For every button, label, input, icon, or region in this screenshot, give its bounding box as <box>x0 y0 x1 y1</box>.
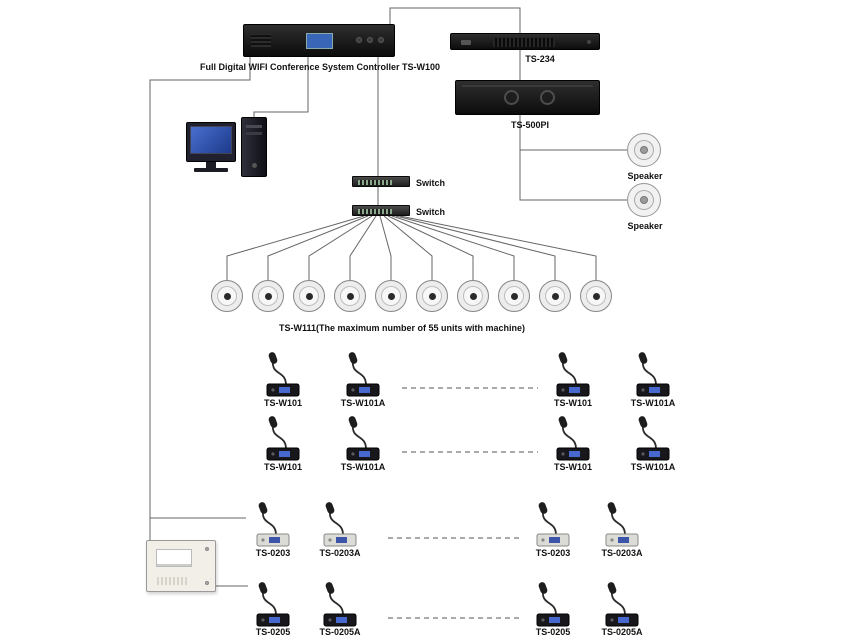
wire-ts500pi-to-speaker2 <box>519 115 627 201</box>
mic-row1-3 <box>553 350 593 398</box>
pc-monitor-base <box>194 168 228 172</box>
mic-row1-4 <box>633 350 673 398</box>
mic-row4-2 <box>320 580 360 628</box>
wire-controller-to-ts234 <box>389 7 521 33</box>
switch-1-ports <box>358 180 392 185</box>
power-supply-screw-top <box>205 547 209 551</box>
speaker-2-label: Speaker <box>627 221 663 231</box>
mic-row2-2-label: TS-W101A <box>340 462 386 472</box>
wifi-unit-1 <box>211 280 243 312</box>
mic-row4-4 <box>602 580 642 628</box>
mic-row4-4-label: TS-0205A <box>601 627 643 637</box>
mic-row3-3-label: TS-0203 <box>535 548 571 558</box>
mic-row3-4 <box>602 500 642 548</box>
switch-1-label: Switch <box>416 178 446 188</box>
pc-tower-drive-slot2 <box>246 132 262 135</box>
mic-row2-4 <box>633 414 673 462</box>
controller-device <box>243 24 395 57</box>
mic-row4-2-label: TS-0205A <box>319 627 361 637</box>
mic-row3-2 <box>320 500 360 548</box>
power-supply-screw-bottom <box>205 581 209 585</box>
ts234-display <box>461 40 471 45</box>
pc-tower <box>241 117 267 177</box>
controller-vents <box>251 34 271 47</box>
wifi-unit-3 <box>293 280 325 312</box>
mic-row2-4-label: TS-W101A <box>630 462 676 472</box>
wifi-unit-9 <box>539 280 571 312</box>
mic-row4-1-label: TS-0205 <box>255 627 291 637</box>
wire-controller-to-pc <box>253 57 309 118</box>
wire-switch-to-unit-10 <box>399 215 597 281</box>
power-supply-box <box>146 540 216 592</box>
mic-row3-3 <box>533 500 573 548</box>
mic-row4-1 <box>253 580 293 628</box>
controller-knobs <box>356 37 384 43</box>
power-supply-vents <box>157 577 187 585</box>
mic-row3-1-label: TS-0203 <box>255 548 291 558</box>
wire-switch-to-unit-5 <box>379 215 392 281</box>
controller-screen <box>306 33 333 49</box>
mic-row1-2-label: TS-W101A <box>340 398 386 408</box>
mic-row3-1 <box>253 500 293 548</box>
wire-switch-to-unit-2 <box>267 215 369 281</box>
wifi-units-label: TS-W111(The maximum number of 55 units w… <box>278 323 526 333</box>
wifi-unit-4 <box>334 280 366 312</box>
wire-switch-to-unit-4 <box>349 215 377 281</box>
ts500pi-stripe <box>462 85 593 87</box>
wire-left-rail <box>149 57 251 540</box>
network-switch-2 <box>352 205 410 216</box>
ts234-label: TS-234 <box>525 54 555 64</box>
mic-row4-3-label: TS-0205 <box>535 627 571 637</box>
controller-label: Full Digital WIFI Conference System Cont… <box>199 62 441 72</box>
speaker-1 <box>627 133 661 167</box>
mic-row1-1 <box>263 350 303 398</box>
ts500pi-knob-left <box>504 90 519 105</box>
ts500pi-knob-right <box>540 90 555 105</box>
speaker-2 <box>627 183 661 217</box>
wire-switch-to-unit-8 <box>391 215 515 281</box>
ts234-vents <box>493 38 555 47</box>
speaker-1-cap <box>640 146 648 154</box>
mic-row4-3 <box>533 580 573 628</box>
power-supply-sticker <box>156 549 192 567</box>
speaker-1-label: Speaker <box>627 171 663 181</box>
mic-row1-3-label: TS-W101 <box>553 398 592 408</box>
ts234-screw <box>587 40 591 44</box>
mic-row2-1 <box>263 414 303 462</box>
wifi-unit-7 <box>457 280 489 312</box>
mic-row1-4-label: TS-W101A <box>630 398 676 408</box>
wire-switch-to-unit-3 <box>308 215 373 281</box>
wire-switch-to-unit-6 <box>383 215 433 281</box>
mic-row1-2 <box>343 350 383 398</box>
mic-row1-1-label: TS-W101 <box>263 398 302 408</box>
pc-tower-drive-slot <box>246 125 262 128</box>
switch-2-label: Switch <box>416 207 446 217</box>
wifi-unit-6 <box>416 280 448 312</box>
ts234-device <box>450 33 600 50</box>
pc-monitor <box>186 122 236 172</box>
network-switch-1 <box>352 176 410 187</box>
speaker-2-cap <box>640 196 648 204</box>
mic-row3-2-label: TS-0203A <box>319 548 361 558</box>
mic-row2-3-label: TS-W101 <box>553 462 592 472</box>
wifi-unit-2 <box>252 280 284 312</box>
mic-row3-4-label: TS-0203A <box>601 548 643 558</box>
ts500pi-label: TS-500PI <box>510 120 550 130</box>
wire-switch-to-unit-1 <box>226 215 365 281</box>
mic-row2-1-label: TS-W101 <box>263 462 302 472</box>
pc-monitor-stand <box>206 162 216 168</box>
ts500pi-device <box>455 80 600 115</box>
wire-switch-to-unit-9 <box>395 215 556 281</box>
mic-row2-3 <box>553 414 593 462</box>
mic-row2-2 <box>343 414 383 462</box>
switch-2-ports <box>358 209 392 214</box>
wire-switch-to-unit-7 <box>387 215 474 281</box>
wifi-unit-10 <box>580 280 612 312</box>
pc-monitor-screen <box>190 126 232 154</box>
wifi-unit-8 <box>498 280 530 312</box>
pc-tower-power-button <box>252 163 257 168</box>
wifi-unit-5 <box>375 280 407 312</box>
